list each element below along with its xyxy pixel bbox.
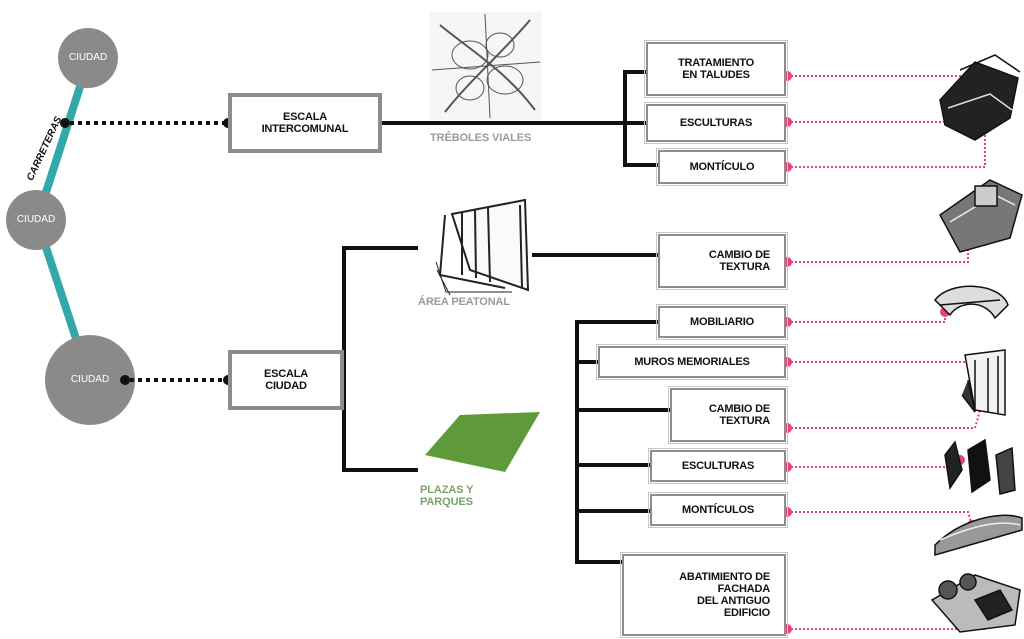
plazas-caption: PLAZAS Y PARQUES [420, 484, 474, 508]
park-plane-icon [425, 412, 540, 472]
intervention-box: CAMBIO DE TEXTURA [668, 386, 788, 444]
pedestrian-area-sketch-icon [435, 198, 530, 296]
furniture-sketch-icon [934, 285, 1009, 320]
memorial-wall-sketch-icon [961, 349, 1006, 416]
intervention-box: CAMBIO DE TEXTURA [656, 232, 788, 290]
mounds-sketch-icon [934, 514, 1023, 556]
intervention-box: ESCULTURAS [648, 448, 788, 484]
intervention-box: MONTÍCULOS [648, 492, 788, 528]
intervention-box: ESCULTURAS [644, 102, 788, 144]
intervention-box: ABATIMIENTO DE FACHADA DEL ANTIGUO EDIFI… [620, 552, 788, 638]
city-label: CIUDAD [70, 374, 110, 385]
treboles-caption: TRÉBOLES VIALES [430, 132, 532, 144]
intervention-box: MUROS MEMORIALES [596, 344, 788, 380]
intervention-box: TRATAMIENTO EN TALUDES [644, 40, 788, 98]
facade-sketch-icon [930, 573, 1021, 633]
city-label: CIUDAD [68, 52, 108, 63]
intervention-box: MONTÍCULO [656, 148, 788, 186]
scale-intercomunal-box: ESCALA INTERCOMUNAL [228, 93, 382, 153]
city-node [6, 190, 66, 250]
sculptures-sketch-icon [944, 438, 1016, 495]
scale-ciudad-box: ESCALA CIUDAD [228, 350, 344, 410]
talud-sketch-icon [939, 54, 1021, 141]
city-label: CIUDAD [16, 214, 56, 225]
city-node [45, 335, 135, 425]
cloverleaf-sketch-icon [430, 12, 542, 120]
intervention-box: MOBILIARIO [656, 304, 788, 340]
texture-sketch-icon [939, 179, 1023, 253]
city-node [58, 28, 118, 88]
area-peatonal-caption: ÁREA PEATONAL [418, 296, 511, 308]
